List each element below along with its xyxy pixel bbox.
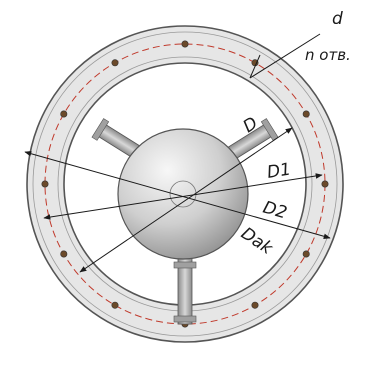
bolt-hole	[302, 110, 310, 118]
inner-ring-diameter-label: D1	[266, 159, 293, 182]
bolt-hole	[60, 110, 68, 118]
bolt-holes	[41, 40, 329, 328]
bolt-hole	[111, 59, 119, 67]
central-sphere	[117, 128, 249, 260]
bolt-hole	[181, 40, 189, 48]
bolt-hole	[321, 180, 329, 188]
hole-count-label: n отв.	[305, 46, 351, 64]
dimension-lines	[24, 33, 331, 273]
hole-diameter-label: d	[332, 9, 343, 29]
outer-ring-diameter-label: Dak	[237, 224, 277, 260]
bolt-hole	[41, 180, 49, 188]
bolt-hole	[302, 250, 310, 258]
bolt-hole	[60, 250, 68, 258]
bolt-hole	[251, 301, 259, 309]
bolt-hole	[111, 301, 119, 309]
